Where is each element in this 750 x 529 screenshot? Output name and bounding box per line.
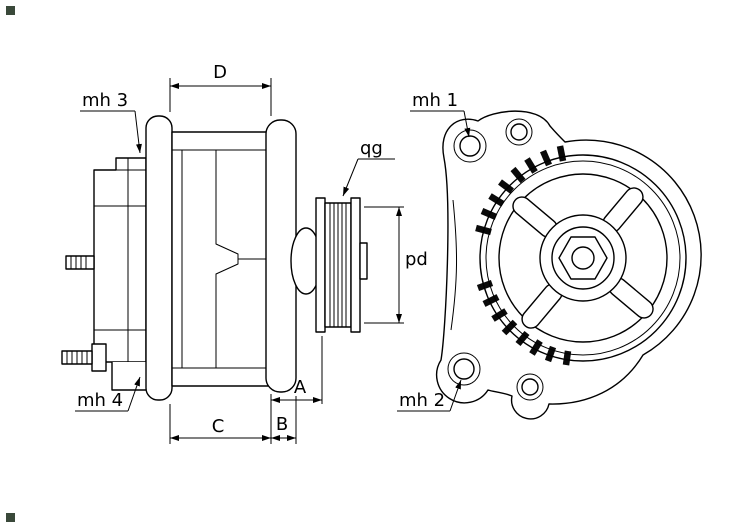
mh3-label: mh 3 [82, 90, 128, 111]
qg-leader [342, 158, 359, 197]
dim-c-label: C [212, 416, 225, 437]
dimension-c: C [169, 394, 272, 444]
mounting-foot [111, 362, 149, 391]
mounting-stud-bottom [61, 343, 107, 372]
dim-a-label: A [294, 377, 307, 398]
mh1-leader [463, 110, 471, 138]
alternator-side-view [61, 115, 368, 401]
mounting-lug-bottom [516, 373, 544, 401]
callout-mh2: mh 2 [397, 379, 462, 412]
pulley-front [479, 154, 687, 362]
callout-mh3: mh 3 [80, 90, 142, 154]
corner-mark-top [6, 6, 15, 15]
mh1-label: mh 1 [412, 90, 458, 111]
callout-qg: qg [342, 138, 395, 197]
dimension-b: B [271, 396, 297, 444]
rear-housing [93, 157, 147, 363]
mh4-label: mh 4 [77, 390, 123, 411]
dim-d-label: D [213, 62, 227, 83]
dim-b-label: B [276, 414, 288, 435]
dimension-d: D [169, 62, 272, 116]
pulley-side [315, 197, 368, 333]
callout-mh4: mh 4 [75, 376, 141, 412]
mh2-leader [449, 379, 462, 412]
mounting-lug-top [505, 118, 533, 146]
qg-label: qg [360, 138, 383, 159]
left-flange [145, 115, 173, 401]
terminal-stud-top [65, 255, 95, 270]
shaft-nut [558, 236, 608, 280]
mh2-label: mh 2 [399, 390, 445, 411]
dim-pd-label: pd [405, 249, 428, 270]
dimension-a: A [271, 336, 323, 404]
dimension-pd: pd [364, 206, 428, 324]
mounting-hole-bottom [447, 352, 481, 386]
corner-mark-bottom [6, 513, 15, 522]
mh4-leader [127, 376, 141, 412]
callout-mh1: mh 1 [410, 90, 471, 138]
mh3-leader [134, 110, 142, 154]
alternator-front-view [435, 110, 702, 420]
